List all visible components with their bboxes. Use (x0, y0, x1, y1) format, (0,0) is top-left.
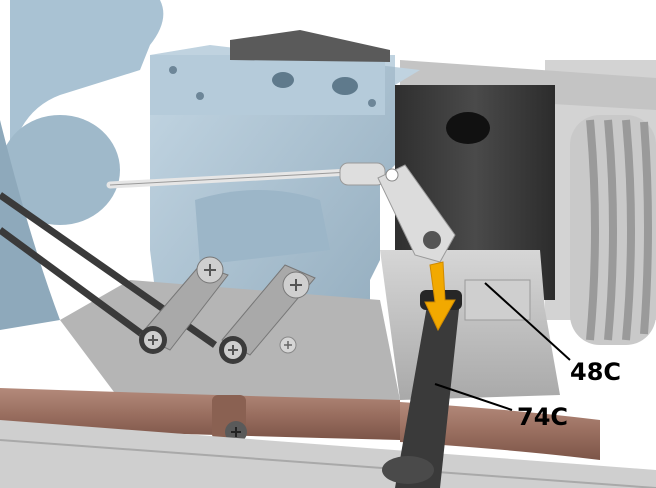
callout-line-74c (434, 383, 513, 411)
lower-bracket-48c (380, 250, 560, 400)
copper-hose (0, 388, 400, 440)
link-rod-2 (0, 227, 153, 343)
screw-icon (219, 336, 247, 364)
lever-pivot (385, 168, 399, 182)
direction-arrow-icon (424, 261, 456, 332)
copper-hose-right (400, 402, 600, 460)
housing-left-edge (0, 120, 60, 330)
wire-end-fitting (339, 162, 386, 186)
bottom-frame (0, 420, 656, 488)
screw-icon (225, 421, 247, 443)
callout-line-48c (484, 282, 571, 361)
bottom-frame-edge (0, 439, 656, 488)
control-wire-edge (109, 171, 351, 186)
housing-cover (195, 190, 330, 265)
housing-top-left (10, 0, 164, 160)
rod-74c-nut (382, 456, 434, 484)
callout-label-74c: 74C (517, 403, 568, 431)
top-dark-part (230, 30, 390, 62)
pulley (570, 115, 656, 345)
screw-icon (139, 326, 167, 354)
rod-74c (395, 300, 460, 488)
top-plate-bolt (196, 92, 204, 100)
top-plate-hole-2 (332, 77, 358, 95)
screw-icon (282, 271, 310, 299)
lever-hole (423, 231, 441, 249)
top-plate-bolt (169, 66, 177, 74)
callout-label-48c: 48C (570, 358, 621, 386)
screw-icon (196, 256, 224, 284)
top-plate-bolt (368, 99, 376, 107)
top-plate-hole-1 (272, 72, 294, 88)
screw-icon (279, 336, 297, 354)
housing-boss (0, 115, 120, 225)
dark-block-hole (446, 112, 490, 144)
